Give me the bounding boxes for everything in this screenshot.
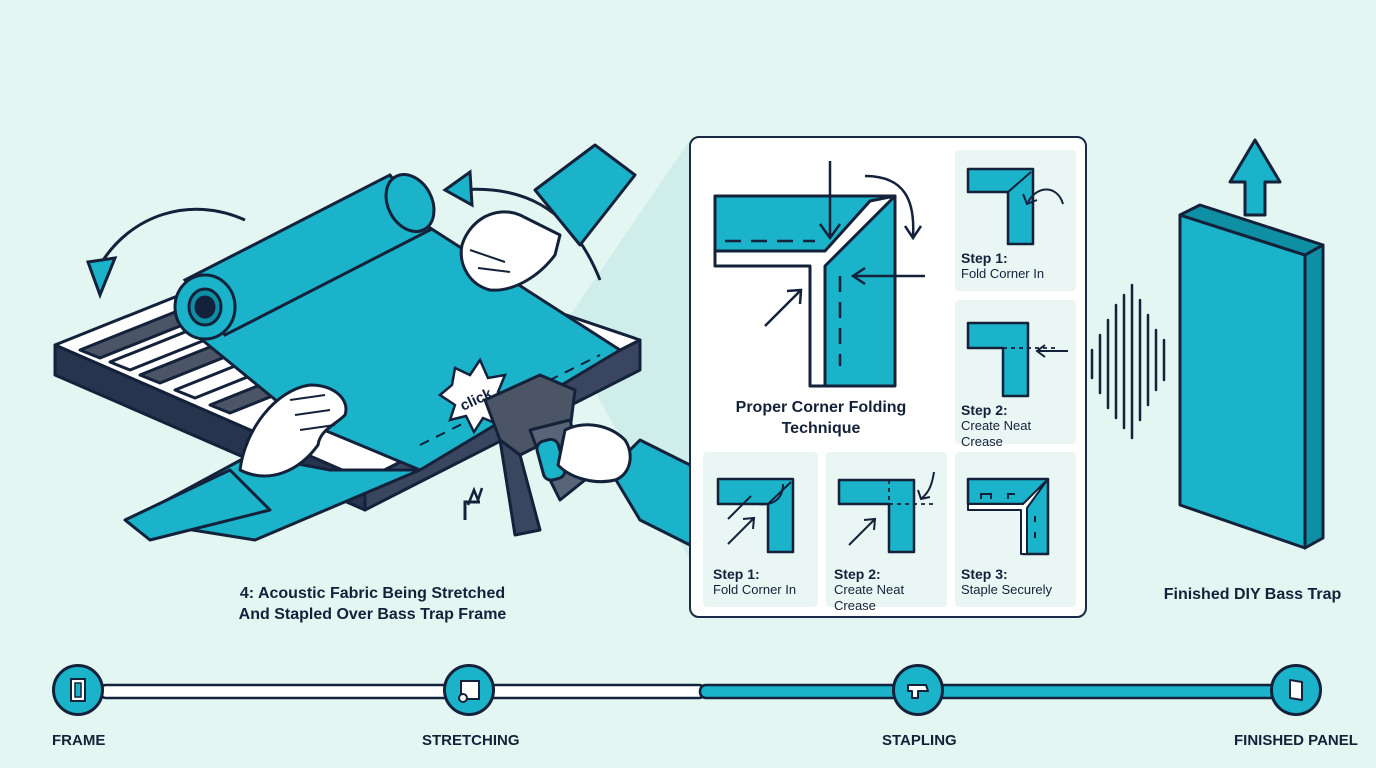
frame-icon <box>70 678 86 702</box>
tile-step-text: Create Neat Crease <box>834 582 905 613</box>
fabric-roll <box>173 173 436 341</box>
corner-panel-title-line-2: Technique <box>781 420 861 437</box>
staple-gun-icon <box>907 684 929 699</box>
create-crease-icon <box>966 321 1068 398</box>
up-arrow-icon <box>1228 138 1282 217</box>
tile-step-text: Staple Securely <box>961 582 1053 597</box>
timeline-label-stapling: STAPLING <box>882 732 957 749</box>
corner-step-tile: Step 2: Create Neat Crease <box>826 452 947 613</box>
corner-step-tile: Step 2: Create Neat Crease <box>955 300 1076 449</box>
illustration-caption: 4: Acoustic Fabric Being Stretched And S… <box>200 583 545 625</box>
fabric-roll-icon <box>458 680 480 703</box>
timeline-label-frame: FRAME <box>52 732 106 749</box>
corner-fold-diagram <box>713 161 925 388</box>
tile-step-text: Create Neat Crease <box>961 418 1032 449</box>
sound-waves <box>1090 283 1166 440</box>
finished-caption: Finished DIY Bass Trap <box>1163 586 1342 603</box>
create-crease-icon <box>837 471 935 554</box>
timeline-node-finished[interactable] <box>1270 664 1322 716</box>
progress-timeline <box>98 683 1282 700</box>
panel-icon <box>1289 679 1303 701</box>
roll-direction-arrow <box>98 207 246 266</box>
finished-bass-trap-panel <box>1178 203 1325 550</box>
tile-step-number: Step 1: <box>961 250 1008 266</box>
corner-step-tile: Step 1: Fold Corner In <box>703 452 818 607</box>
corner-folding-panel: Proper Corner Folding Technique Step 1: … <box>689 136 1087 618</box>
timeline-node-stapling[interactable] <box>892 664 944 716</box>
timeline-node-frame[interactable] <box>52 664 104 716</box>
stapling-hand <box>556 423 702 547</box>
staple-mark <box>463 500 480 520</box>
pulling-hand <box>459 143 637 292</box>
corner-step-tile: Step 1: Fold Corner In <box>955 150 1076 291</box>
timeline-label-finished: FINISHED PANEL <box>1234 732 1358 749</box>
fold-corner-in-icon <box>966 167 1064 246</box>
corner-step-tile: Step 3: Staple Securely <box>955 452 1076 607</box>
fold-corner-in-icon <box>716 477 795 554</box>
timeline-label-stretching: STRETCHING <box>422 732 520 749</box>
tile-step-number: Step 1: <box>713 566 760 582</box>
pull-direction-arrow <box>459 187 602 281</box>
tile-step-text: Fold Corner In <box>961 266 1045 281</box>
tile-step-number: Step 2: <box>961 402 1008 418</box>
caption-line-2: And Stapled Over Bass Trap Frame <box>238 606 507 623</box>
holding-hand <box>123 383 348 542</box>
timeline-node-stretching[interactable] <box>443 664 495 716</box>
tile-step-number: Step 3: <box>961 566 1008 582</box>
caption-line-1: 4: Acoustic Fabric Being Stretched <box>239 585 506 602</box>
corner-panel-title-line-1: Proper Corner Folding <box>735 399 907 416</box>
staple-gun <box>483 373 587 537</box>
staple-securely-icon <box>966 477 1050 556</box>
corner-panel-title: Proper Corner Folding Technique <box>711 397 931 439</box>
tile-step-text: Fold Corner In <box>713 582 797 597</box>
tile-step-number: Step 2: <box>834 566 881 582</box>
